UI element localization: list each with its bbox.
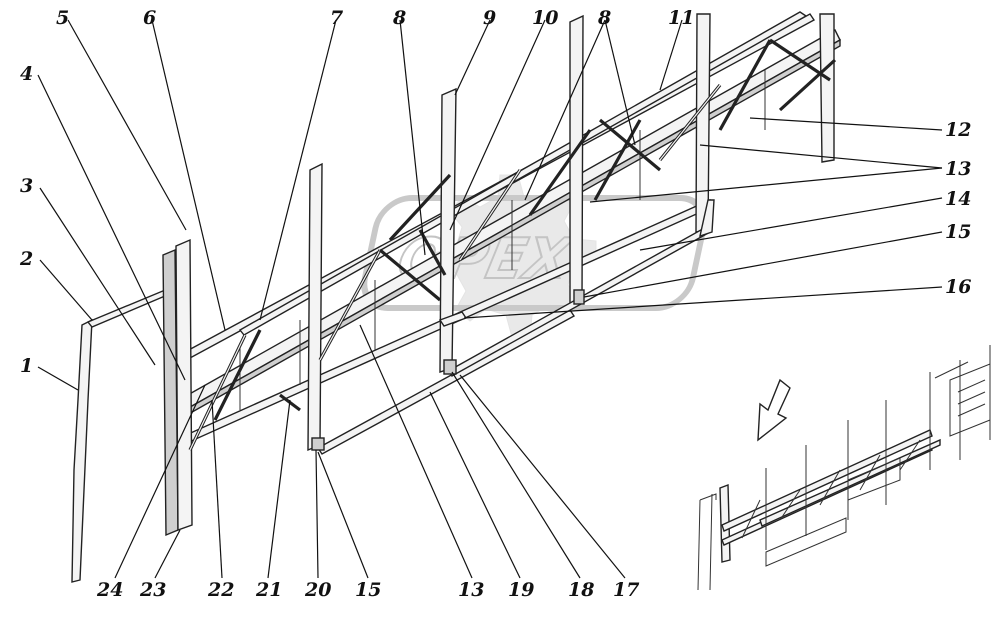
callout-14: 14 (945, 188, 971, 210)
callout-8-right: 8 (597, 7, 611, 29)
inset-overview (697, 345, 991, 591)
callout-23: 23 (139, 579, 166, 601)
callout-12: 12 (945, 119, 971, 141)
callout-11: 11 (668, 7, 694, 29)
arrow-down-left-icon (757, 378, 791, 442)
callouts: 1 2 3 4 5 6 7 8 9 10 8 11 12 13 14 15 16… (19, 7, 971, 601)
callout-2: 2 (19, 248, 33, 270)
callout-1: 1 (20, 355, 33, 377)
callout-8-left: 8 (392, 7, 406, 29)
callout-24: 24 (96, 579, 123, 601)
callout-20: 20 (304, 579, 331, 601)
callout-9: 9 (483, 7, 496, 29)
callout-4: 4 (20, 63, 33, 85)
callout-13-bottom: 13 (458, 579, 484, 601)
callout-15-bottom: 15 (355, 579, 381, 601)
callout-3: 3 (20, 175, 33, 197)
leader-lines (37, 19, 943, 579)
callout-6: 6 (143, 7, 156, 29)
main-frame (71, 11, 841, 583)
truss-braces (188, 38, 837, 451)
callout-15-right: 15 (945, 221, 971, 243)
callout-7: 7 (330, 7, 343, 29)
callout-16: 16 (945, 276, 971, 298)
callout-18: 18 (568, 579, 594, 601)
callout-22: 22 (207, 579, 234, 601)
callout-19: 19 (508, 579, 534, 601)
callout-10: 10 (532, 7, 558, 29)
callout-21: 21 (255, 579, 282, 601)
callout-5: 5 (56, 7, 69, 29)
callout-13-right: 13 (945, 158, 971, 180)
callout-17: 17 (613, 579, 639, 601)
